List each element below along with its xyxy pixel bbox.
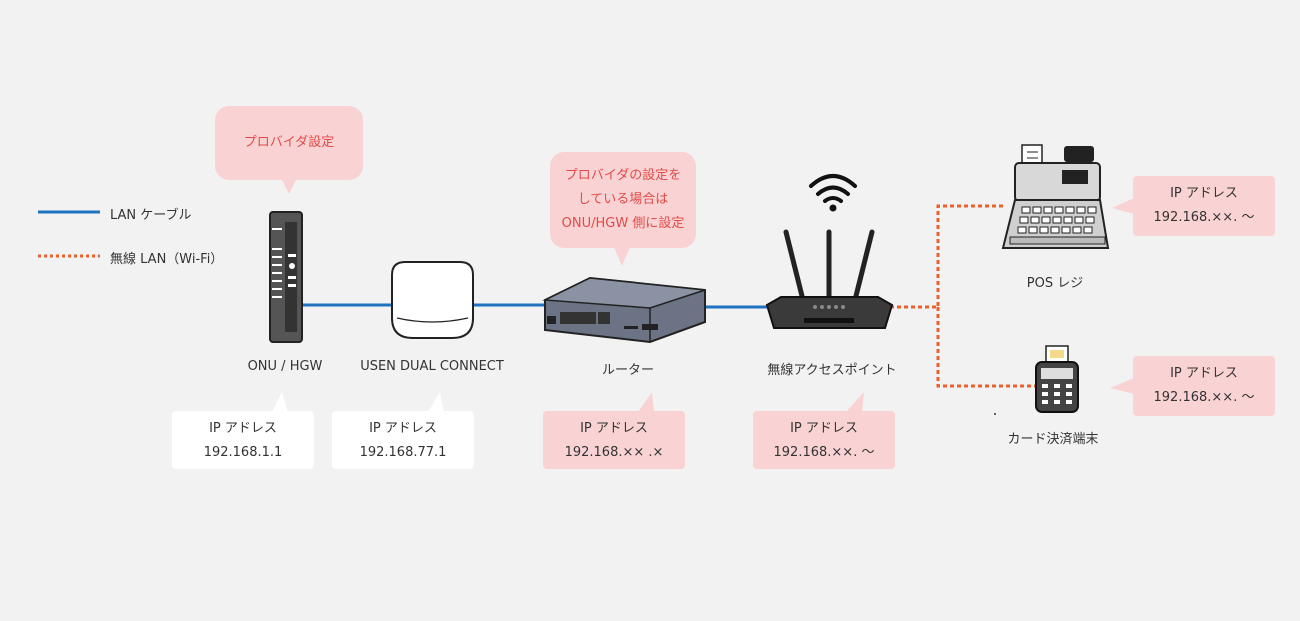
router-note-line-1: プロバイダの設定を — [564, 168, 682, 183]
onu-ip-box: IP アドレス 192.168.1.1 — [172, 411, 314, 469]
onu-provider-note-text: プロバイダ設定 — [243, 135, 335, 150]
ap-ip-box: IP アドレス 192.168.××. ～ — [753, 411, 895, 469]
stray-dot — [994, 413, 996, 415]
onu-ip-title: IP アドレス — [209, 421, 277, 436]
router-ip-value: 192.168.×× .× — [564, 445, 664, 460]
access-point-label: 無線アクセスポイント — [767, 363, 897, 378]
pos-register-label: POS レジ — [1026, 276, 1084, 291]
card-ip-value: 192.168.××. ～ — [1153, 390, 1255, 405]
legend-wifi-label: 無線 LAN（Wi-Fi） — [110, 252, 224, 267]
legend-lan-label: LAN ケーブル — [110, 208, 192, 223]
card-ip-title: IP アドレス — [1170, 366, 1238, 381]
router-provider-note-bubble: プロバイダの設定を している場合は ONU/HGW 側に設定 — [550, 152, 696, 248]
pos-ip-title: IP アドレス — [1170, 186, 1238, 201]
wireless-access-point-device-icon — [765, 229, 894, 329]
router-note-line-2: している場合は — [577, 192, 669, 207]
router-label: ルーター — [601, 363, 654, 378]
router-ip-box: IP アドレス 192.168.×× .× — [543, 411, 685, 469]
usen-dual-connect-label: USEN DUAL CONNECT — [360, 359, 504, 374]
card-ip-box: IP アドレス 192.168.××. ～ — [1133, 356, 1275, 416]
wifi-line-ap-card — [936, 307, 1035, 388]
ap-ip-value: 192.168.××. ～ — [773, 445, 875, 460]
ap-ip-title: IP アドレス — [790, 421, 858, 436]
onu-provider-note-bubble: プロバイダ設定 — [215, 106, 363, 180]
onu-hgw-label: ONU / HGW — [247, 359, 323, 374]
router-ip-title: IP アドレス — [580, 421, 648, 436]
card-terminal-label: カード決済端末 — [1007, 432, 1099, 447]
router-note-line-3: ONU/HGW 側に設定 — [561, 216, 685, 231]
wifi-line-ap-pos — [890, 204, 1005, 309]
pos-register-device-icon — [1001, 144, 1110, 249]
onu-hgw-device-icon — [269, 211, 303, 343]
usen-ip-box: IP アドレス 192.168.77.1 — [332, 411, 474, 469]
usen-ip-title: IP アドレス — [369, 421, 437, 436]
router-device-icon — [542, 276, 706, 344]
usen-dual-connect-device-icon — [391, 261, 474, 339]
wifi-signal-icon — [809, 174, 857, 212]
card-terminal-device-icon — [1035, 345, 1079, 413]
onu-ip-value: 192.168.1.1 — [203, 445, 283, 460]
usen-ip-value: 192.168.77.1 — [359, 445, 447, 460]
pos-ip-value: 192.168.××. ～ — [1153, 210, 1255, 225]
pos-ip-box: IP アドレス 192.168.××. ～ — [1133, 176, 1275, 236]
